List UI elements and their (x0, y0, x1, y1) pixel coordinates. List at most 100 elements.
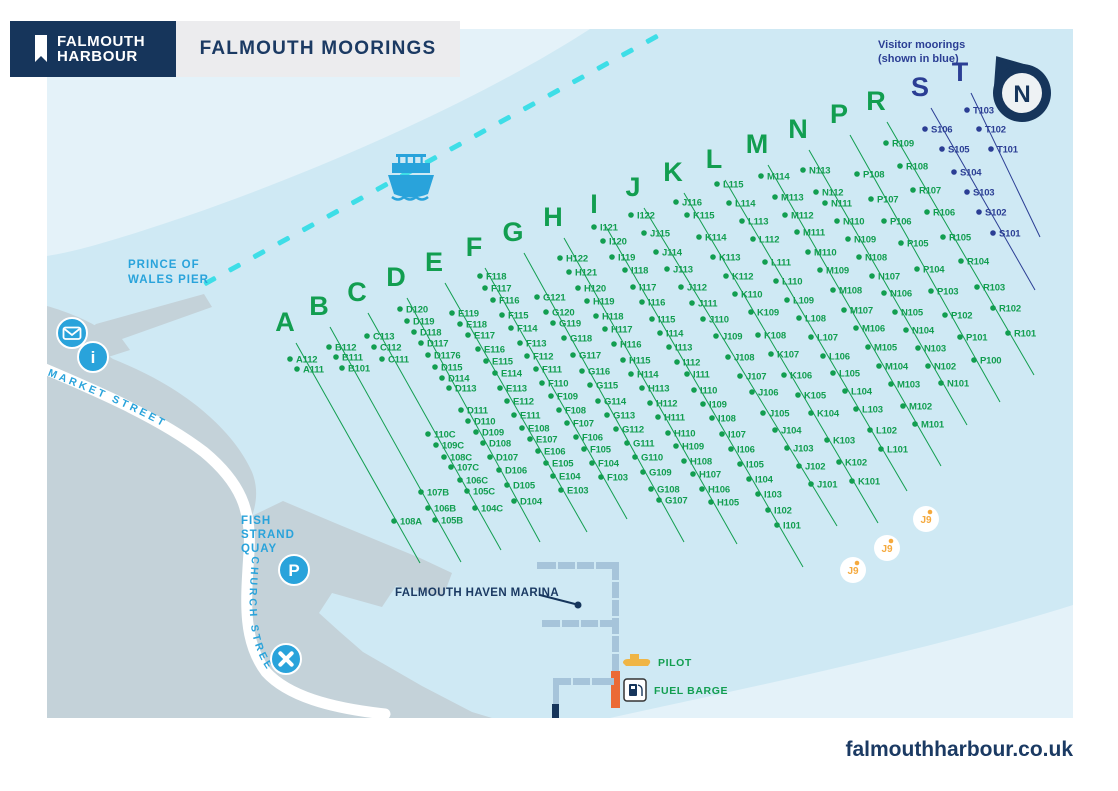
mooring-dot-I120 (600, 238, 606, 244)
mail-icon (56, 317, 88, 349)
mooring-dot-N110 (834, 218, 840, 224)
trot-line-L (724, 179, 908, 492)
mooring-dot-F103 (598, 474, 604, 480)
mooring-label-L101: L101 (887, 445, 909, 456)
mooring-dot-J107 (737, 373, 743, 379)
mooring-label-P108: P108 (863, 170, 884, 181)
mooring-dot-D1176 (425, 352, 431, 358)
series-letter-T: T (952, 57, 969, 87)
mooring-label-L112: L112 (759, 235, 779, 246)
mooring-label-H111: H111 (664, 413, 686, 424)
mooring-dot-T101 (988, 146, 994, 152)
mooring-label-F114: F114 (517, 324, 538, 335)
mooring-label-N109: N109 (854, 235, 876, 246)
mooring-label-I118: I118 (631, 266, 648, 277)
mooring-dot-K112 (723, 273, 729, 279)
trot-line-M (767, 164, 942, 467)
mooring-dot-G116 (579, 368, 585, 374)
mooring-dot-R106 (924, 209, 930, 215)
series-letter-B: B (309, 291, 329, 321)
mooring-label-D108: D108 (489, 439, 511, 450)
mooring-dot-D105 (504, 482, 510, 488)
mooring-dot-F112 (524, 353, 530, 359)
mooring-label-E105: E105 (552, 459, 574, 470)
series-letter-S: S (911, 72, 929, 102)
mooring-dot-C112 (371, 344, 377, 350)
mooring-label-I101: I101 (783, 521, 802, 532)
mooring-dot-M109 (817, 267, 823, 273)
mooring-dot-E106 (535, 448, 541, 454)
mooring-label-D120: D120 (406, 305, 428, 316)
mooring-label-A111: A111 (303, 365, 325, 376)
marina-pointer-dot (574, 601, 582, 609)
trot-line-J (643, 207, 838, 527)
mooring-label-M103: M103 (897, 380, 920, 391)
logo-line1: FALMOUTH (57, 33, 146, 50)
mooring-dot-H119 (584, 298, 590, 304)
mooring-label-L103: L103 (862, 405, 883, 416)
mooring-label-D107: D107 (496, 453, 518, 464)
mooring-label-D104: D104 (520, 497, 543, 508)
mooring-dot-I115 (649, 316, 655, 322)
mooring-label-F116: F116 (499, 296, 519, 307)
mooring-dot-J115 (641, 230, 647, 236)
mooring-label-D117: D117 (427, 339, 448, 350)
mooring-label-K112: K112 (732, 272, 753, 283)
mooring-dot-I117 (630, 284, 636, 290)
pilot-boat-icon (623, 654, 651, 666)
trot-line-T (970, 92, 1041, 238)
mooring-label-L109: L109 (793, 296, 814, 307)
mooring-dot-I101 (774, 522, 780, 528)
mooring-dot-F105 (581, 446, 587, 452)
mooring-dot-H114 (628, 371, 634, 377)
mooring-label-H118: H118 (602, 312, 623, 323)
mooring-label-D105: D105 (513, 481, 536, 492)
route-dash (621, 47, 634, 58)
mooring-dot-N105 (892, 309, 898, 315)
shallow-water-band (47, 29, 590, 256)
mooring-label-M110: M110 (814, 248, 836, 259)
mooring-label-D113: D113 (455, 384, 476, 395)
mooring-dot-S104 (951, 169, 957, 175)
mooring-label-F115: F115 (508, 311, 529, 322)
mooring-dot-H121 (566, 269, 572, 275)
mooring-dot-R107 (910, 187, 916, 193)
mooring-label-C113: C113 (373, 332, 394, 343)
mooring-label-M107: M107 (850, 306, 873, 317)
mooring-dot-I113 (666, 344, 672, 350)
series-letter-M: M (746, 129, 769, 159)
mooring-dot-R102 (990, 305, 996, 311)
logo-line2: HARBOUR (57, 48, 138, 65)
mooring-label-F117: F117 (491, 284, 511, 295)
mooring-label-K104: K104 (817, 409, 840, 420)
mooring-label-L106: L106 (829, 352, 850, 363)
mooring-label-M109: M109 (826, 266, 849, 277)
mooring-label-I121: I121 (600, 223, 619, 234)
mooring-label-M112: M112 (791, 211, 813, 222)
mooring-label-107C: 107C (457, 463, 479, 474)
mooring-dot-D106 (496, 467, 502, 473)
mooring-dot-105B (432, 517, 438, 523)
mooring-label-I108: I108 (718, 414, 736, 425)
mooring-label-M114: M114 (767, 172, 790, 183)
mooring-label-E107: E107 (536, 435, 557, 446)
mooring-dot-H105 (708, 499, 714, 505)
mooring-dot-G113 (604, 412, 610, 418)
north-label: N (1013, 81, 1030, 108)
route-dash (277, 235, 291, 246)
mooring-dot-N104 (903, 327, 909, 333)
mooring-label-E108: E108 (528, 424, 549, 435)
mooring-label-K102: K102 (845, 458, 867, 469)
mooring-dot-D104 (511, 498, 517, 504)
website-link[interactable]: falmouthharbour.co.uk (845, 738, 1073, 761)
mooring-label-F106: F106 (582, 433, 603, 444)
mooring-label-C112: C112 (380, 343, 401, 354)
mooring-dot-K109 (748, 309, 754, 315)
mooring-label-K110: K110 (741, 290, 762, 301)
mooring-label-105B: 105B (441, 516, 463, 527)
mooring-label-I117: I117 (639, 283, 656, 294)
mooring-dot-D117 (418, 340, 424, 346)
mooring-dot-D110 (465, 418, 471, 424)
mooring-label-P106: P106 (890, 217, 911, 228)
buoy-dot-2 (854, 560, 860, 566)
